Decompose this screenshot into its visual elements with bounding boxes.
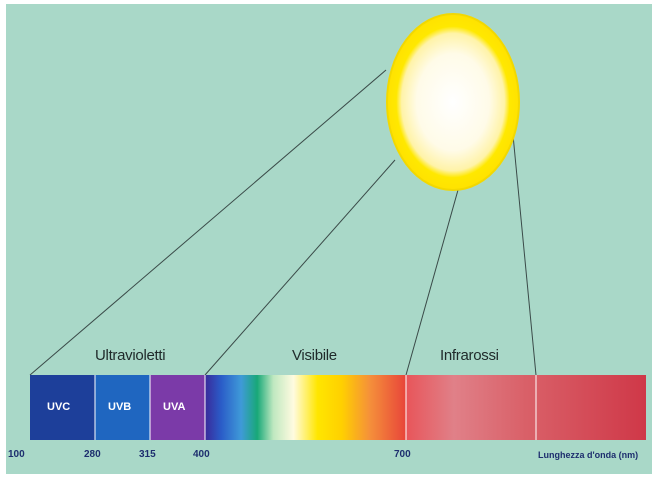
region-label-infrared: Infrarossi [440,347,499,364]
sun-icon [386,13,520,191]
band-label-uva: UVA [163,401,186,413]
band-label-uvb: UVB [108,401,132,413]
tick-label: 315 [139,449,156,460]
tick-label: 700 [394,449,411,460]
uvc-segment [30,375,95,440]
connector-line-ir [512,134,537,376]
uva-segment [150,375,205,440]
region-label-ultraviolet: Ultravioletti [95,347,166,364]
tick-label: 280 [84,449,101,460]
axis-label: Lunghezza d'onda (nm) [538,450,639,460]
tick-label: 400 [193,449,210,460]
spectrum-bar [30,375,646,440]
region-label-visible: Visibile [292,347,337,364]
uvb-segment [95,375,150,440]
connector-line-uv [29,69,387,376]
tick-label: 100 [8,449,25,460]
infrared-segment [406,375,646,440]
visible-segment [205,375,406,440]
connector-line-visible-end [405,189,459,376]
connector-line-visible-start [204,159,396,376]
band-label-uvc: UVC [47,401,71,413]
